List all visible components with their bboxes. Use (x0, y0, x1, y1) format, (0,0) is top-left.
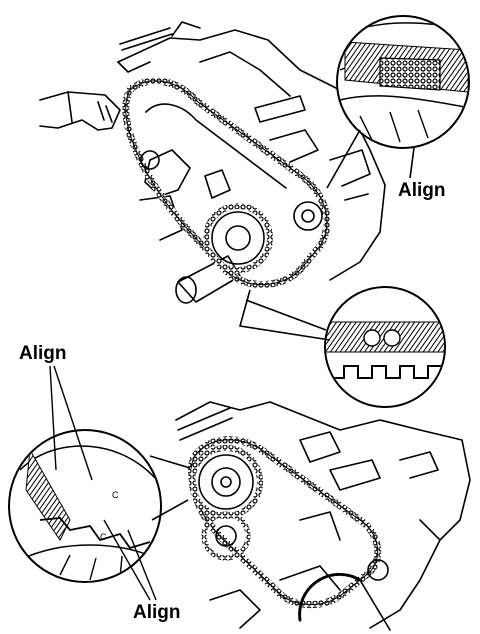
align-label-left: Align (19, 343, 67, 364)
mark-c-upper: C (112, 490, 119, 500)
upper-engine-view (39, 21, 386, 304)
lower-engine-view (175, 401, 471, 631)
middle-detail-magnifier (238, 286, 446, 408)
left-detail-magnifier: C C (8, 365, 191, 601)
top-detail-magnifier (326, 15, 470, 189)
align-label-bottom: Align (133, 602, 181, 623)
align-label-top: Align (398, 180, 446, 201)
mark-c-lower: C (100, 532, 107, 542)
